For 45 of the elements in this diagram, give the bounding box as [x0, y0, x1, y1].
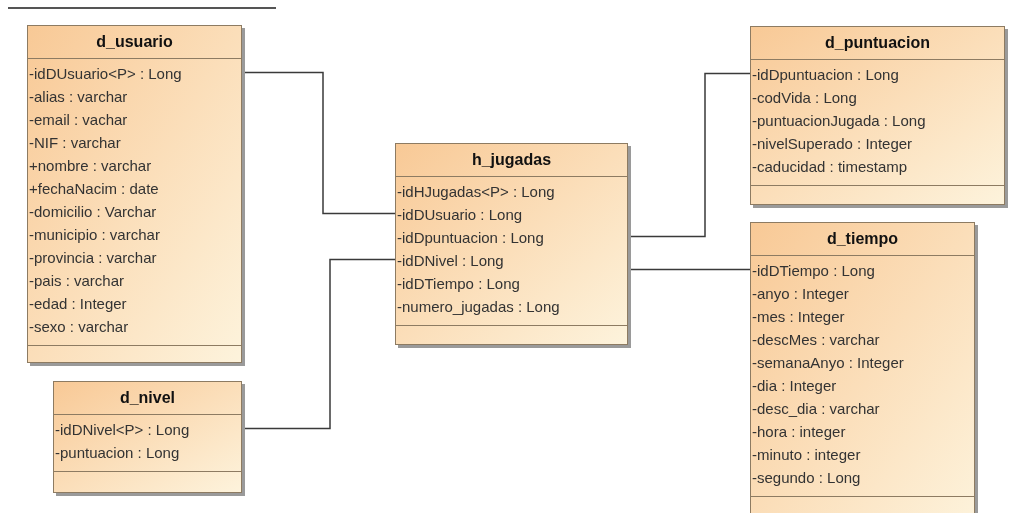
attribute-text: -puntuacionJugada : Long — [751, 111, 926, 131]
attribute-text: -NIF : varchar — [28, 133, 121, 153]
attribute-text: -pais : varchar — [28, 271, 125, 291]
attribute-text: -idDTiempo : Long — [396, 274, 520, 294]
attribute-text: -descMes : varchar — [751, 330, 880, 350]
attribute-text: -dia : Integer — [751, 376, 837, 396]
attribute-text: -provincia : varchar — [28, 248, 157, 268]
attribute-text: +fechaNacim : date — [28, 179, 159, 199]
attribute-text: -minuto : integer — [751, 445, 861, 465]
attribute-text: -idHJugadas<P> : Long — [396, 182, 555, 202]
attribute-text: +nombre : varchar — [28, 156, 152, 176]
class-box — [27, 25, 242, 363]
attribute-text: -semanaAnyo : Integer — [751, 353, 904, 373]
attribute-text: -domicilio : Varchar — [28, 202, 157, 222]
attribute-text: -nivelSuperado : Integer — [751, 134, 913, 154]
class-box — [750, 222, 975, 513]
class-box — [750, 26, 1005, 205]
attribute-text: -idDNivel<P> : Long — [54, 420, 190, 440]
class-name: d_tiempo — [751, 223, 974, 256]
attribute-text: -codVida : Long — [751, 88, 857, 108]
class-box — [395, 143, 628, 345]
attribute-text: -idDpuntuacion : Long — [751, 65, 899, 85]
attribute-text: -desc_dia : varchar — [751, 399, 880, 419]
attribute-text: -segundo : Long — [751, 468, 861, 488]
attribute-text: -idDNivel : Long — [396, 251, 504, 271]
class-name: d_nivel — [54, 382, 241, 415]
attribute-text: -numero_jugadas : Long — [396, 297, 560, 317]
attribute-text: -edad : Integer — [28, 294, 127, 314]
attribute-text: -idDUsuario : Long — [396, 205, 523, 225]
class-name: h_jugadas — [396, 144, 627, 177]
attribute-text: -idDTiempo : Long — [751, 261, 875, 281]
attribute-text: -alias : varchar — [28, 87, 128, 107]
attribute-text: -idDpuntuacion : Long — [396, 228, 544, 248]
attribute-text: -mes : Integer — [751, 307, 845, 327]
class-box — [53, 381, 242, 493]
attribute-text: -hora : integer — [751, 422, 846, 442]
attribute-text: -caducidad : timestamp — [751, 157, 908, 177]
class-name: d_puntuacion — [751, 27, 1004, 60]
class-name: d_usuario — [28, 26, 241, 59]
attribute-text: -municipio : varchar — [28, 225, 160, 245]
attribute-text: -puntuacion : Long — [54, 443, 180, 463]
attribute-text: -sexo : varchar — [28, 317, 129, 337]
attribute-text: -email : vachar — [28, 110, 128, 130]
attribute-text: -idDUsuario<P> : Long — [28, 64, 182, 84]
attribute-text: -anyo : Integer — [751, 284, 849, 304]
